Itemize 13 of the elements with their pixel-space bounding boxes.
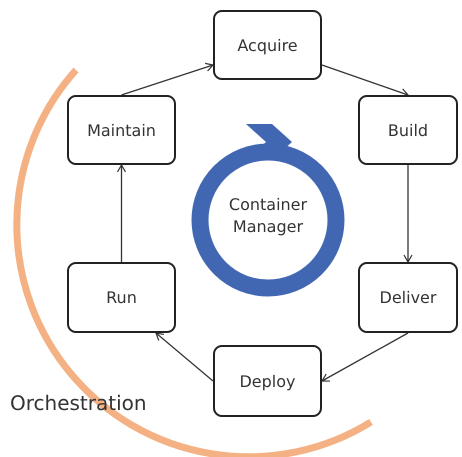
process-box: Deploy <box>213 345 322 417</box>
arrow <box>116 164 126 262</box>
arrow <box>121 62 214 96</box>
process-box: Acquire <box>213 10 322 80</box>
node-label: Container Manager <box>228 194 308 238</box>
process-box: Maintain <box>67 95 176 165</box>
arrow <box>403 165 413 263</box>
process-box: Run <box>67 262 176 333</box>
process-box: Deliver <box>358 262 458 333</box>
arrow <box>321 332 408 382</box>
arrow <box>155 332 214 382</box>
process-box: Build <box>358 95 458 165</box>
arrow <box>322 64 409 98</box>
